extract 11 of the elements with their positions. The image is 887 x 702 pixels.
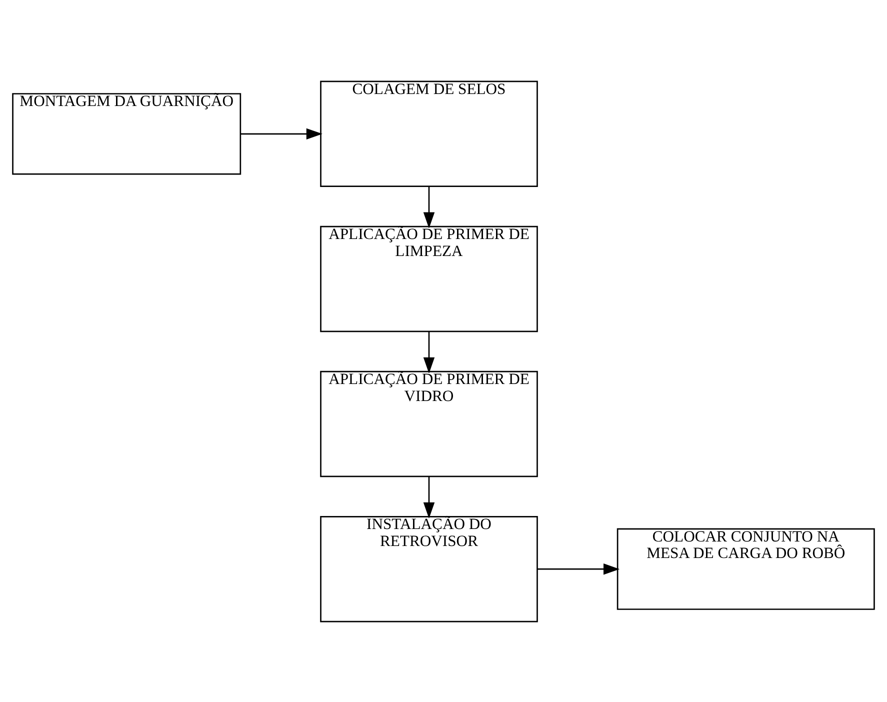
node-box: APLICAÇÃO DE PRIMER DE LIMPEZA xyxy=(320,225,538,332)
node-box: INSTALAÇÃO DO RETROVISOR xyxy=(320,515,538,622)
node-box: APLICAÇÃO DE PRIMER DE VIDRO xyxy=(320,370,538,477)
node-box: MONTAGEM DA GUARNIÇÃO xyxy=(12,92,242,174)
arrow xyxy=(537,562,620,574)
node-box: COLAGEM DE SELOS xyxy=(320,80,538,187)
arrow xyxy=(240,128,322,140)
arrow xyxy=(423,476,435,518)
node-box: COLOCAR CONJUNTO NA MESA DE CARGA DO ROBÔ xyxy=(616,528,875,610)
arrow xyxy=(423,186,435,228)
arrow xyxy=(423,331,435,373)
